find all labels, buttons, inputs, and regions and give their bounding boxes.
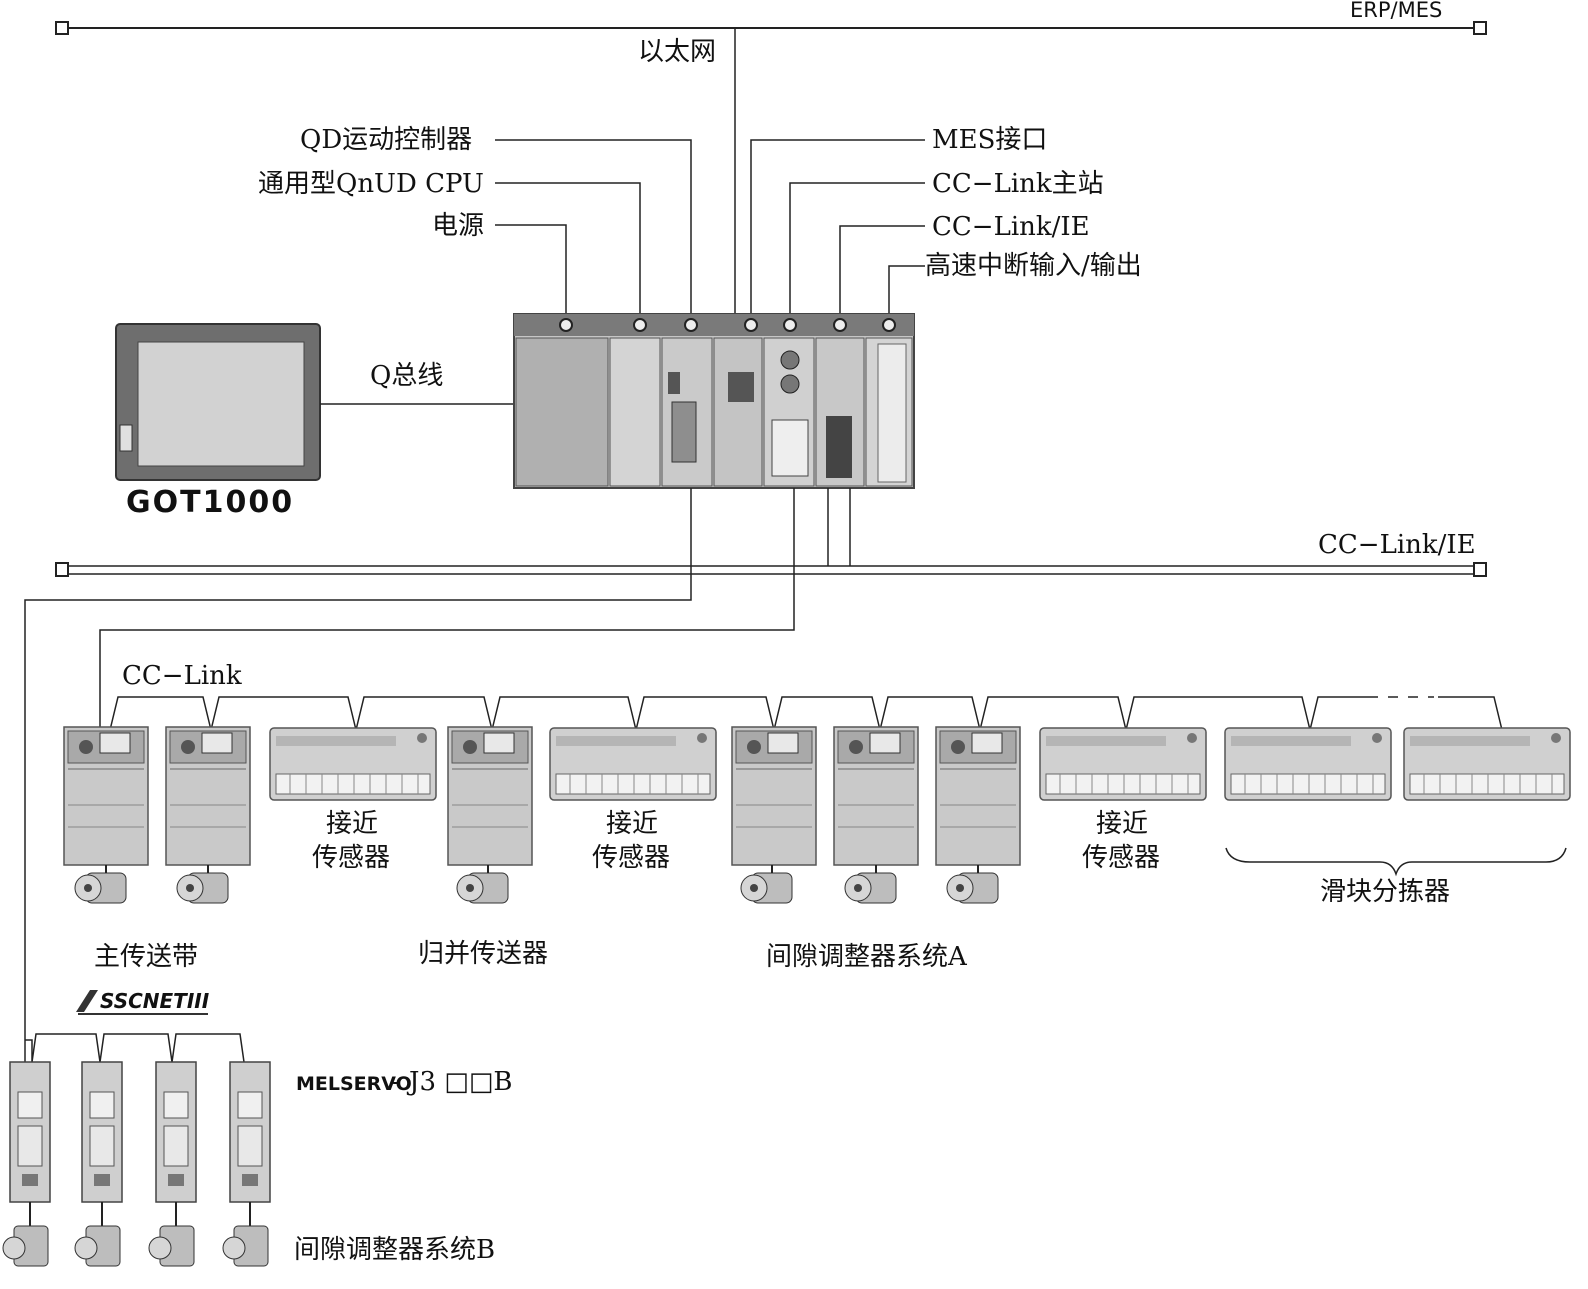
got1000-logo: GOT1000: [126, 485, 294, 520]
sensor-io-module-2: [549, 727, 717, 801]
sensor-io-module-1: [269, 727, 437, 801]
svg-text:SSCNETIII: SSCNETIII: [100, 989, 210, 1013]
sscnet-logo: SSCNETIII: [76, 989, 210, 1015]
high-speed-io-label: 高速中断输入/输出: [925, 251, 1142, 281]
proximity-sensor-label-2-line1: 接近: [606, 809, 658, 839]
module-leaders: [495, 139, 925, 322]
servo-motor-3: [148, 1202, 195, 1267]
cclink-ie-bus: [55, 562, 1487, 577]
motor-4: [740, 864, 793, 904]
servo-amplifier-2: [81, 1061, 123, 1203]
servo-motor-1: [2, 1202, 49, 1267]
motor-5: [844, 864, 897, 904]
sscnet-chain: [24, 1033, 245, 1063]
erp-mes-bus: [55, 21, 1487, 35]
qnud-cpu-label: 通用型QnUD CPU: [258, 169, 484, 199]
inverter-drive-2: [165, 726, 251, 866]
rack-cables: [24, 488, 851, 1040]
servo-amplifier-1: [9, 1061, 51, 1203]
proximity-sensor-label-1-line1: 接近: [326, 809, 378, 839]
erp-mes-label: ERP/MES: [1350, 0, 1442, 22]
servo-motor-2: [74, 1202, 121, 1267]
inverter-drive-5: [833, 726, 919, 866]
q-bus-label: Q总线: [370, 361, 443, 391]
cclink-ie-network-label: CC−Link/IE: [1318, 530, 1476, 560]
gap-adjuster-system-a-label: 间隙调整器系统A: [766, 942, 968, 972]
proximity-sensor-label-3-line2: 传感器: [1082, 843, 1160, 873]
cclink-master-label: CC−Link主站: [932, 169, 1104, 199]
inverter-drive-1: [63, 726, 149, 866]
cclink-chain: [109, 696, 1503, 731]
melservo-logo: MELSERVO: [296, 1073, 412, 1095]
motor-2: [176, 864, 229, 904]
inverter-drive-4: [731, 726, 817, 866]
ethernet-label: 以太网: [638, 37, 716, 67]
merge-conveyor-label: 归并传送器: [418, 939, 548, 969]
slider-sorter-brace: [1225, 847, 1567, 877]
proximity-sensor-label-3-line1: 接近: [1096, 809, 1148, 839]
melservo-model-label: - J3 □□B: [392, 1067, 513, 1097]
servo-motor-4: [222, 1202, 269, 1267]
mes-interface-label: MES接口: [932, 125, 1047, 155]
sensor-io-module-4: [1224, 727, 1392, 801]
motor-1: [74, 864, 127, 904]
servo-amplifier-4: [229, 1061, 271, 1203]
proximity-sensor-label-1-line2: 传感器: [312, 843, 390, 873]
main-conveyor-label: 主传送带: [94, 942, 198, 972]
qd-motion-controller-label: QD运动控制器: [300, 125, 472, 155]
sensor-io-module-5: [1403, 727, 1571, 801]
power-supply-label: 电源: [432, 211, 484, 241]
inverter-drive-6: [935, 726, 1021, 866]
motor-3: [456, 864, 509, 904]
cclink-network-label: CC−Link: [122, 661, 242, 691]
plc-rack: [513, 313, 915, 489]
sensor-io-module-3: [1039, 727, 1207, 801]
slider-sorter-label: 滑块分拣器: [1320, 877, 1450, 907]
gap-adjuster-system-b-label: 间隙调整器系统B: [294, 1235, 495, 1265]
cclink-ie-module-label: CC−Link/IE: [932, 212, 1090, 242]
proximity-sensor-label-2-line2: 传感器: [592, 843, 670, 873]
inverter-drive-3: [447, 726, 533, 866]
got1000-hmi: [115, 323, 321, 481]
motor-6: [946, 864, 999, 904]
servo-amplifier-3: [155, 1061, 197, 1203]
